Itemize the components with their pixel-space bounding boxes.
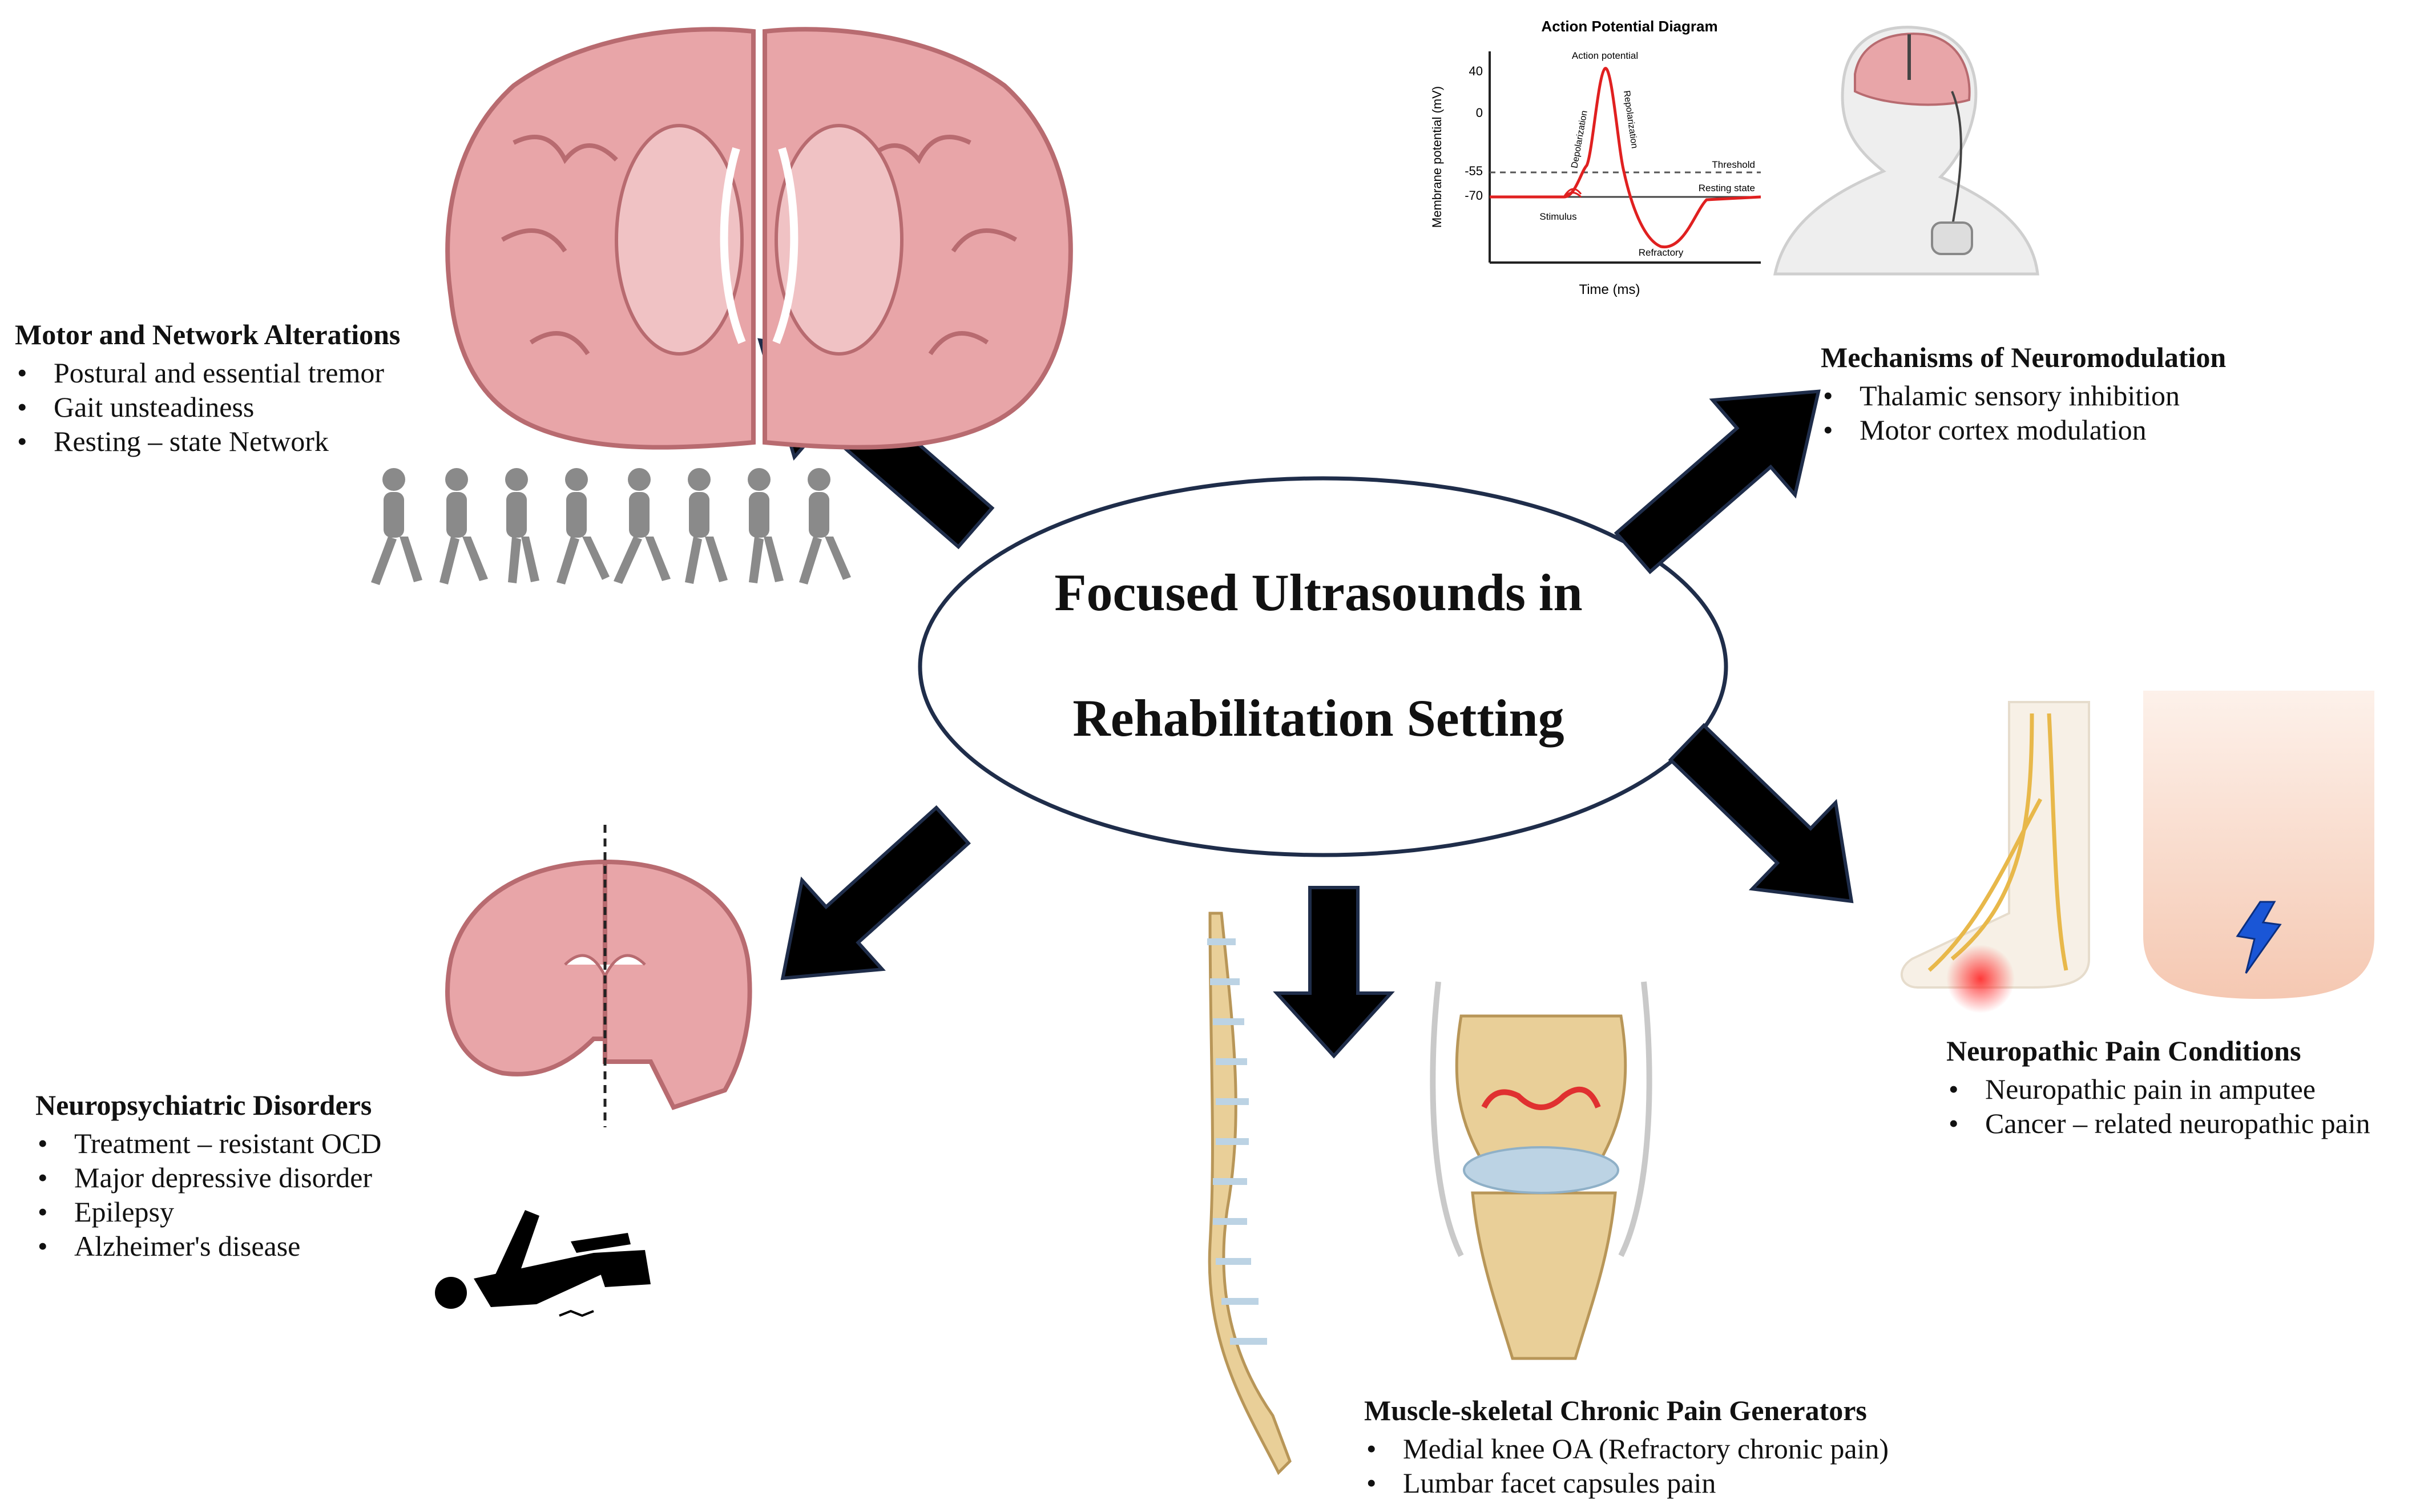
ap-curve	[1490, 67, 1761, 248]
mechanisms-title: Mechanisms of Neuromodulation	[1821, 341, 2227, 373]
ap-ytick-40: 40	[1469, 64, 1483, 78]
ap-label-depolarization: Depolarization	[1570, 110, 1590, 169]
arrow-to-neuropathic	[1668, 723, 1854, 904]
ap-label-repolarization: Repolarization	[1622, 90, 1639, 150]
ap-label-stimulus: Stimulus	[1539, 211, 1576, 222]
pain-glow	[1946, 945, 2015, 1013]
ap-ytick-m55: -55	[1465, 164, 1483, 178]
brain-axial-illustration	[445, 27, 1073, 450]
spine-illustration	[1207, 912, 1292, 1475]
center-ellipse	[918, 476, 1728, 857]
neuropathic-title: Neuropathic Pain Conditions	[1946, 1035, 2301, 1067]
ap-label-peak: Action potential	[1572, 50, 1638, 61]
list-item: Alzheimer's disease	[35, 1229, 381, 1263]
list-item: Motor cortex modulation	[1821, 413, 2226, 447]
list-item: Thalamic sensory inhibition	[1821, 378, 2226, 413]
msk-block: Muscle-skeletal Chronic Pain Generators …	[1364, 1393, 1889, 1500]
motor-network-block: Motor and Network Alterations Postural a…	[15, 317, 400, 458]
ap-ylabel: Membrane potential (mV)	[1430, 86, 1444, 228]
seizure-figure-icon	[435, 1210, 651, 1317]
motor-network-title: Motor and Network Alterations	[15, 318, 401, 350]
arrow-to-mechanisms	[1614, 389, 1821, 574]
list-item: Lumbar facet capsules pain	[1364, 1466, 1889, 1500]
neuropsych-block: Neuropsychiatric Disorders Treatment – r…	[35, 1087, 381, 1263]
list-item: Epilepsy	[35, 1195, 381, 1229]
action-potential-diagram: Action Potential Diagram 40 0 -55 -70 Me…	[1430, 18, 1761, 297]
list-item: Cancer – related neuropathic pain	[1946, 1106, 2370, 1140]
arrow-to-msk	[1273, 886, 1395, 1059]
ap-xlabel: Time (ms)	[1579, 282, 1640, 297]
neuropathic-block: Neuropathic Pain Conditions Neuropathic …	[1946, 1033, 2370, 1140]
msk-title: Muscle-skeletal Chronic Pain Generators	[1364, 1394, 1867, 1426]
center-title-line2: Rehabilitation Setting	[1072, 689, 1564, 747]
list-item: Major depressive disorder	[35, 1160, 381, 1195]
list-item: Resting – state Network	[15, 424, 400, 458]
ap-ytick-0: 0	[1476, 106, 1483, 120]
ap-title: Action Potential Diagram	[1541, 18, 1717, 35]
ap-label-resting: Resting state	[1699, 183, 1755, 193]
list-item: Medial knee OA (Refractory chronic pain)	[1364, 1432, 1889, 1466]
mechanisms-block: Mechanisms of Neuromodulation Thalamic s…	[1821, 340, 2226, 447]
head-implant-illustration	[1773, 26, 2039, 276]
walking-figures-illustration	[371, 468, 851, 585]
lightning-icon	[2236, 901, 2282, 974]
list-item: Gait unsteadiness	[15, 390, 400, 424]
list-item: Postural and essential tremor	[15, 356, 400, 390]
neuropsych-title: Neuropsychiatric Disorders	[35, 1089, 372, 1121]
ap-label-threshold: Threshold	[1712, 159, 1755, 170]
arrow-to-neuropsych	[780, 805, 971, 981]
knee-illustration	[1430, 981, 1652, 1360]
list-item: Neuropathic pain in amputee	[1946, 1072, 2370, 1106]
center-title-line1: Focused Ultrasounds in	[1054, 563, 1583, 622]
ap-ytick-m70: -70	[1465, 188, 1483, 203]
brain-coronal-illustration	[445, 825, 752, 1127]
ap-label-refractory: Refractory	[1639, 247, 1684, 258]
list-item: Treatment – resistant OCD	[35, 1126, 381, 1160]
amputee-stump-illustration	[2143, 691, 2374, 999]
foot-nerves-illustration	[1900, 701, 2090, 1013]
